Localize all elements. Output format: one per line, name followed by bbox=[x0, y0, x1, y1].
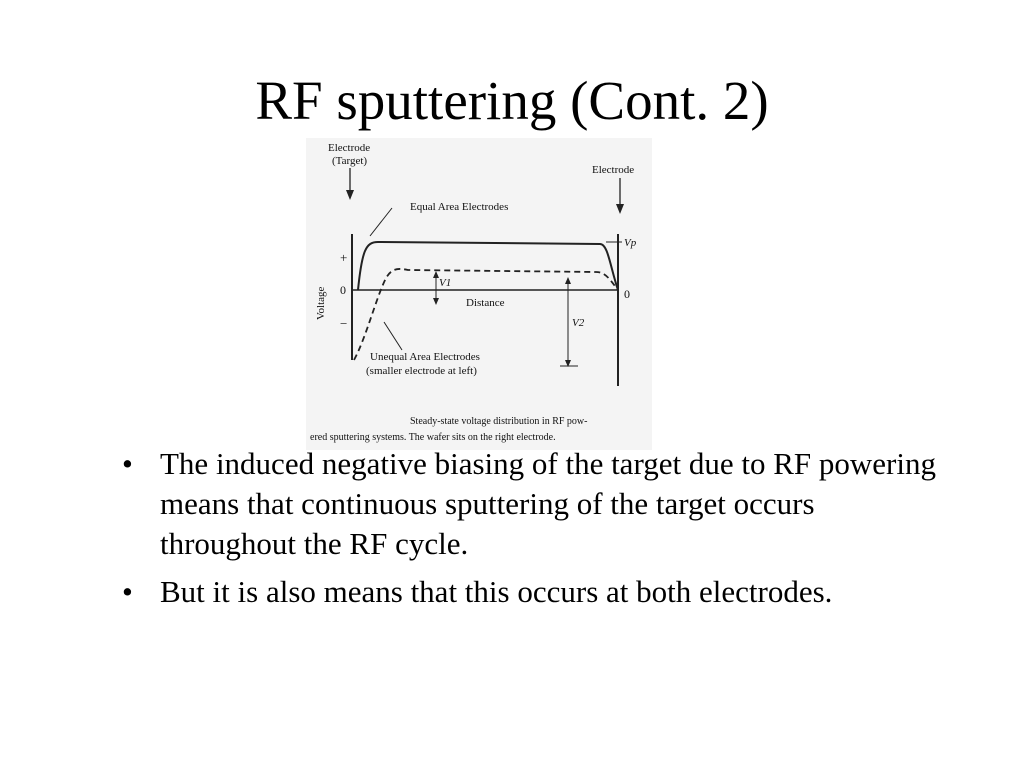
figure-caption-line-2: ered sputtering systems. The wafer sits … bbox=[310, 432, 556, 443]
v2-label: V2 bbox=[572, 317, 585, 329]
left-electrode-sublabel: (Target) bbox=[332, 155, 367, 167]
right-electrode-arrowhead bbox=[616, 204, 624, 214]
bullet-list: • The induced negative biasing of the ta… bbox=[118, 444, 958, 620]
voltage-distribution-diagram: Electrode (Target) Electrode Equal Area … bbox=[310, 142, 637, 443]
minus-sign: − bbox=[340, 316, 347, 331]
equal-area-label: Equal Area Electrodes bbox=[410, 201, 508, 213]
v1-label: V1 bbox=[439, 277, 451, 289]
equal-area-leader bbox=[369, 207, 393, 237]
left-electrode-arrowhead bbox=[346, 190, 354, 200]
vp-label: Vp bbox=[624, 237, 637, 249]
v2-arrowhead-top bbox=[565, 277, 571, 284]
v2-arrowhead-bottom bbox=[565, 360, 571, 367]
slide-title: RF sputtering (Cont. 2) bbox=[255, 70, 769, 131]
voltage-axis-label: Voltage bbox=[315, 286, 327, 320]
voltage-distribution-figure: Electrode (Target) Electrode Equal Area … bbox=[306, 138, 652, 450]
bullet-text: The induced negative biasing of the targ… bbox=[160, 446, 936, 561]
v1-arrowhead-top bbox=[433, 271, 439, 278]
bullet-item: • The induced negative biasing of the ta… bbox=[118, 444, 958, 564]
zero-left-label: 0 bbox=[340, 283, 346, 297]
unequal-area-leader bbox=[383, 321, 403, 351]
bullet-item: • But it is also means that this occurs … bbox=[118, 572, 958, 612]
unequal-area-sublabel: (smaller electrode at left) bbox=[366, 365, 477, 377]
bullet-marker: • bbox=[122, 446, 133, 481]
plus-sign: + bbox=[340, 250, 347, 265]
right-electrode-label: Electrode bbox=[592, 164, 634, 176]
v1-arrowhead-bottom bbox=[433, 298, 439, 305]
distance-label: Distance bbox=[466, 297, 505, 309]
unequal-area-label: Unequal Area Electrodes bbox=[370, 351, 480, 363]
figure-caption-line-1: Steady-state voltage distribution in RF … bbox=[410, 416, 587, 427]
bullet-text: But it is also means that this occurs at… bbox=[160, 574, 833, 609]
equal-area-curve bbox=[357, 240, 619, 291]
left-electrode-label: Electrode bbox=[328, 142, 370, 154]
zero-right-label: 0 bbox=[624, 287, 630, 301]
bullet-marker: • bbox=[122, 574, 133, 609]
unequal-area-curve bbox=[353, 268, 619, 361]
